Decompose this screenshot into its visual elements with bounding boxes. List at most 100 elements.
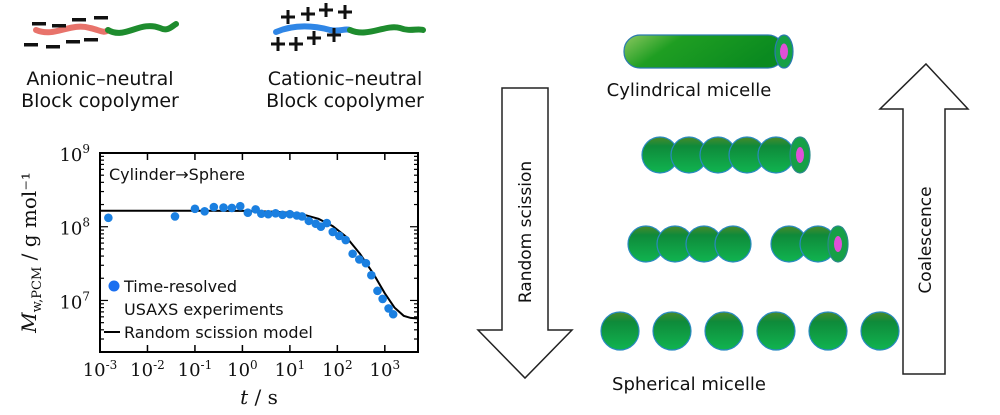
spherical-micelle: [860, 311, 900, 351]
data-point: [304, 216, 314, 226]
plus-sign-stroke: [276, 37, 280, 51]
legend-marker-points: [108, 280, 120, 292]
data-point: [243, 208, 253, 217]
data-point: [257, 209, 266, 219]
x-tick-label: 102: [322, 358, 353, 381]
positive-charges: [271, 3, 352, 51]
data-point: [219, 203, 228, 212]
data-point: [190, 204, 200, 214]
plot-frame: [99, 152, 419, 353]
data-point: [322, 218, 332, 228]
legend-label-points-line2: USAXS experiments: [124, 300, 284, 319]
legend: Time-resolved USAXS experiments Random s…: [104, 277, 313, 342]
minus-sign-icon: [84, 38, 98, 42]
charged-block: [273, 23, 353, 35]
plus-sign-stroke: [312, 31, 316, 45]
micelle-row-chain: [627, 225, 849, 263]
data-point: [235, 201, 245, 211]
plus-sign-stroke: [294, 37, 298, 51]
anionic-label: Anionic–neutral Block copolymer: [0, 68, 200, 112]
spherical-micelle: [756, 311, 796, 351]
up-arrow-icon: [878, 62, 970, 375]
anionic-label-line1: Anionic–neutral: [26, 68, 174, 90]
data-point: [373, 286, 382, 296]
random-scission-label: Random scission: [516, 161, 536, 303]
x-tick-exponent: 3: [392, 358, 400, 372]
molar-mass-chart: Cylinder→Sphere Time-resolved USAXS expe…: [17, 142, 419, 409]
spherical-micelle: [652, 311, 692, 351]
x-tick-label: 10-2: [130, 358, 165, 381]
minus-sign-icon: [94, 16, 108, 20]
data-point: [328, 227, 338, 237]
minus-sign-icon: [66, 40, 80, 44]
spherical-micelle-label: Spherical micelle: [612, 374, 766, 395]
y-label-symbol: M: [17, 312, 41, 334]
x-tick-base: 10: [83, 360, 106, 381]
down-arrow-icon: [476, 87, 574, 380]
legend-label-line: Random scission model: [124, 323, 313, 342]
neutral-block: [347, 24, 426, 36]
neutral-block: [105, 21, 179, 36]
micelle-row-spheres: [600, 311, 900, 351]
x-tick-exponent: 2: [345, 358, 353, 372]
anionic-label-line2: Block copolymer: [21, 90, 179, 112]
y-tick-base: 10: [59, 145, 82, 166]
micelle-row-chain: [641, 136, 811, 174]
data-point: [263, 209, 273, 219]
x-label-unit: / s: [248, 385, 278, 409]
data-point: [297, 212, 307, 221]
core-cross-section: [780, 43, 788, 60]
minus-sign-icon: [46, 45, 60, 49]
y-tick-exponent: 8: [82, 216, 90, 230]
data-point: [384, 304, 393, 313]
plus-sign-stroke: [286, 10, 290, 24]
minus-sign-icon: [32, 22, 46, 26]
y-tick-base: 10: [59, 219, 82, 240]
data-point: [200, 206, 209, 216]
x-tick-exponent: 1: [298, 358, 306, 372]
data-point: [227, 203, 237, 213]
y-tick-label: 109: [59, 142, 90, 166]
core-cross-section: [834, 236, 842, 252]
x-label-symbol: t: [240, 385, 249, 409]
y-label-subscript: w,PCM: [30, 267, 45, 313]
x-tick-label: 103: [370, 358, 401, 381]
y-label-unit: / g mol⁻¹: [17, 172, 41, 267]
data-point: [378, 294, 387, 304]
data-point: [354, 255, 364, 264]
charged-block: [33, 23, 111, 36]
spherical-micelle: [808, 311, 848, 351]
data-point: [104, 213, 113, 223]
cylindrical-micelle: [623, 34, 785, 69]
data-point: [348, 249, 357, 259]
cationic-label: Cationic–neutral Block copolymer: [245, 68, 445, 112]
micelle-row-cylinder: [623, 34, 794, 69]
x-tick-base: 10: [322, 360, 345, 381]
plus-sign-stroke: [324, 3, 328, 17]
anionic-polymer-icon: [24, 16, 179, 49]
data-point: [209, 202, 219, 212]
x-tick-base: 10: [178, 360, 201, 381]
x-tick-exponent: -1: [201, 358, 213, 372]
data-point: [367, 270, 376, 280]
cationic-polymer-icon: [271, 3, 426, 51]
spherical-micelle: [704, 311, 744, 351]
cylindrical-micelle-label: Cylindrical micelle: [607, 80, 772, 101]
plus-sign-stroke: [306, 7, 310, 21]
y-tick-exponent: 9: [82, 142, 90, 156]
coalescence-label: Coalescence: [916, 186, 936, 293]
x-tick-base: 10: [227, 360, 250, 381]
coalescence-arrow: Coalescence: [878, 62, 970, 375]
plus-sign-stroke: [343, 5, 347, 19]
data-point: [341, 235, 351, 245]
y-tick-exponent: 7: [82, 289, 90, 303]
x-tick-exponent: 0: [250, 358, 258, 372]
micelle-sphere: [714, 225, 752, 263]
minus-sign-icon: [72, 18, 86, 22]
data-point: [335, 231, 344, 241]
y-tick-base: 10: [59, 292, 82, 313]
x-tick-exponent: -3: [106, 358, 118, 372]
cationic-label-line2: Block copolymer: [266, 90, 424, 112]
x-tick-base: 10: [275, 360, 298, 381]
x-tick-base: 10: [130, 360, 153, 381]
